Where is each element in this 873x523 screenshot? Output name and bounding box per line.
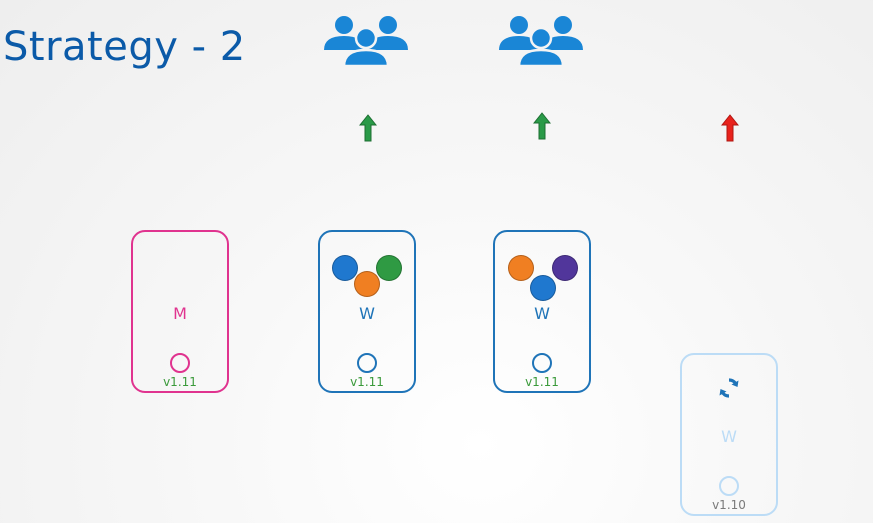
node-version: v1.11 [163, 375, 197, 389]
node-label: M [173, 304, 187, 323]
node-status-icon [719, 476, 739, 496]
refresh-icon [719, 378, 739, 398]
pod [332, 255, 358, 281]
node-version: v1.10 [712, 498, 746, 512]
node-status-icon [170, 353, 190, 373]
pod [376, 255, 402, 281]
pod [530, 275, 556, 301]
node-version: v1.11 [525, 375, 559, 389]
users-icon [499, 16, 583, 68]
page-title: Strategy - 2 [3, 24, 246, 70]
node-label: W [721, 427, 737, 446]
node-label: W [359, 304, 375, 323]
arrow-up-icon [533, 112, 551, 140]
node-version: v1.11 [350, 375, 384, 389]
node-status-icon [532, 353, 552, 373]
pod [552, 255, 578, 281]
node-label: W [534, 304, 550, 323]
worker-node: W v1.11 [493, 230, 591, 393]
arrow-up-icon [721, 114, 739, 142]
pod [354, 271, 380, 297]
arrow-up-icon [359, 114, 377, 142]
node-status-icon [357, 353, 377, 373]
worker-node: W v1.11 [318, 230, 416, 393]
master-node: M v1.11 [131, 230, 229, 393]
pod [508, 255, 534, 281]
worker-node-upgrading: W v1.10 [680, 353, 778, 516]
users-icon [324, 16, 408, 68]
